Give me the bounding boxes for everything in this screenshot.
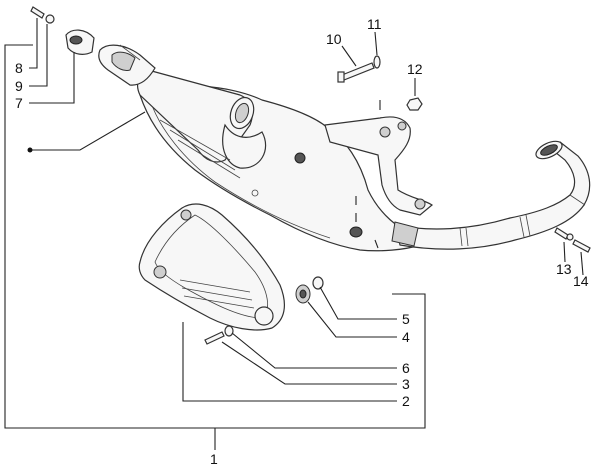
nut-part12 bbox=[406, 97, 423, 111]
callout-13: 13 bbox=[556, 261, 572, 277]
callout-3: 3 bbox=[402, 376, 410, 392]
callout-5: 5 bbox=[402, 311, 410, 327]
callout-14: 14 bbox=[573, 273, 589, 289]
heat-shield bbox=[138, 203, 286, 331]
callout-4: 4 bbox=[402, 329, 410, 345]
tailpipe-cap-part7 bbox=[65, 29, 95, 55]
muffler-body bbox=[98, 44, 421, 252]
screw-part10 bbox=[337, 62, 375, 83]
screw-part3 bbox=[204, 325, 234, 345]
screw-part8 bbox=[30, 6, 45, 19]
callout-2: 2 bbox=[402, 393, 410, 409]
washer-part9 bbox=[45, 14, 55, 24]
callout-7: 7 bbox=[15, 95, 23, 111]
screw-part13 bbox=[554, 227, 574, 241]
callout-9: 9 bbox=[15, 78, 23, 94]
washer-part11 bbox=[373, 55, 381, 69]
callout-11: 11 bbox=[367, 16, 382, 32]
callout-dot bbox=[27, 147, 33, 153]
leader-lines bbox=[4, 18, 584, 450]
screw-part14 bbox=[572, 239, 591, 253]
callout-1: 1 bbox=[210, 451, 218, 467]
callout-10: 10 bbox=[326, 31, 342, 47]
spacer-washer-part4 bbox=[295, 276, 324, 304]
callout-labels: 1 2 3 4 5 6 7 8 9 10 11 12 13 14 bbox=[15, 16, 589, 467]
exhaust-header-pipe bbox=[391, 140, 591, 250]
callout-8: 8 bbox=[15, 60, 23, 76]
callout-6: 6 bbox=[402, 360, 410, 376]
callout-12: 12 bbox=[407, 61, 423, 77]
mounting-bracket bbox=[324, 116, 433, 216]
